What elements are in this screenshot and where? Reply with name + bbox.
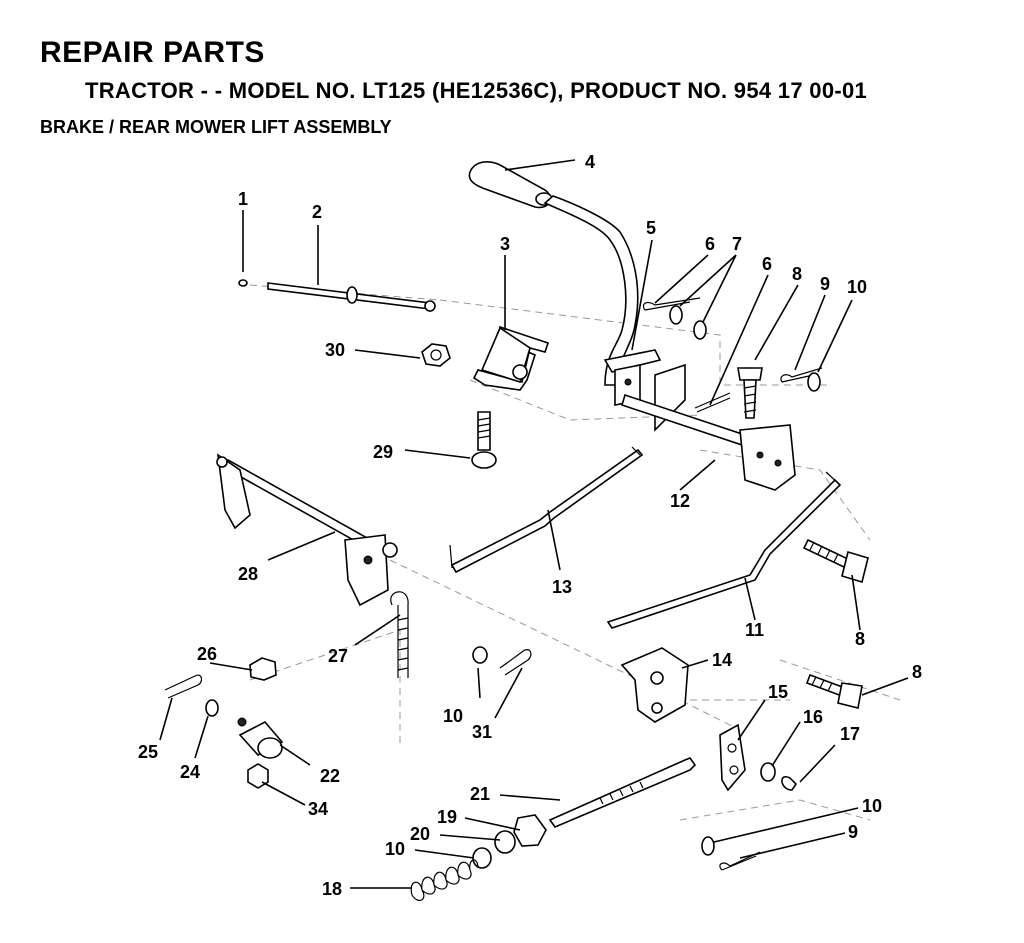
callout-8a: 8 bbox=[792, 264, 802, 284]
callout-2: 2 bbox=[312, 202, 322, 222]
washer-7a bbox=[669, 305, 683, 325]
section-heading: BRAKE / REAR MOWER LIFT ASSEMBLY bbox=[40, 117, 392, 137]
model-subtitle: TRACTOR - - MODEL NO. LT125 (HE12536C), … bbox=[85, 78, 868, 103]
e-clip-17 bbox=[781, 776, 798, 791]
lift-link-rod-13 bbox=[449, 446, 644, 574]
cotter-pin-6b bbox=[694, 392, 731, 413]
washer-16 bbox=[760, 762, 776, 782]
nut-19 bbox=[513, 814, 547, 847]
bolt-8a bbox=[737, 367, 763, 419]
page-title: REPAIR PARTS bbox=[40, 36, 265, 69]
washer-24 bbox=[205, 699, 219, 717]
brake-rod bbox=[267, 282, 436, 312]
lift-link-rod-11 bbox=[606, 471, 842, 629]
callout-6b: 6 bbox=[762, 254, 772, 274]
bolt-8b bbox=[802, 538, 869, 584]
callout-22: 22 bbox=[320, 766, 340, 786]
callout-10a: 10 bbox=[847, 277, 867, 297]
leader-lines bbox=[159, 159, 909, 889]
bolt-8c bbox=[805, 673, 863, 709]
washer-10c bbox=[472, 847, 492, 869]
callout-6a: 6 bbox=[705, 234, 715, 254]
callout-11: 11 bbox=[745, 620, 764, 640]
callout-27: 27 bbox=[328, 646, 348, 666]
washer-10b bbox=[472, 646, 488, 664]
callout-14: 14 bbox=[712, 650, 732, 670]
callout-12: 12 bbox=[670, 491, 690, 511]
callout-21: 21 bbox=[470, 784, 490, 804]
link-plate-15 bbox=[719, 723, 746, 792]
hex-nut-30 bbox=[421, 343, 451, 367]
callout-1: 1 bbox=[238, 189, 248, 209]
callout-4: 4 bbox=[585, 152, 595, 172]
callout-26: 26 bbox=[197, 644, 217, 664]
callout-9a: 9 bbox=[820, 274, 830, 294]
washer-10a bbox=[807, 372, 821, 392]
callout-5: 5 bbox=[646, 218, 656, 238]
callout-34: 34 bbox=[308, 799, 328, 819]
callout-24: 24 bbox=[180, 762, 200, 782]
callout-30: 30 bbox=[325, 340, 345, 360]
nut-26 bbox=[249, 657, 277, 681]
callout-labels: 1 2 3 4 5 6 6 7 8 8 8 9 9 10 10 10 10 11… bbox=[138, 152, 922, 899]
lift-shaft bbox=[621, 393, 796, 491]
callout-10d: 10 bbox=[862, 796, 882, 816]
callout-10b: 10 bbox=[443, 706, 463, 726]
callout-29: 29 bbox=[373, 442, 393, 462]
callout-19: 19 bbox=[437, 807, 457, 827]
cotter-pin-9b bbox=[719, 851, 761, 871]
bracket-14 bbox=[620, 647, 689, 723]
threaded-rod-21 bbox=[548, 757, 697, 828]
callout-13: 13 bbox=[552, 577, 572, 597]
eyebolt-27 bbox=[390, 591, 409, 678]
swivel-22 bbox=[237, 717, 284, 759]
callout-15: 15 bbox=[768, 682, 788, 702]
clevis-pin bbox=[238, 279, 248, 287]
callout-9b: 9 bbox=[848, 822, 858, 842]
callout-18: 18 bbox=[322, 879, 342, 899]
callout-3: 3 bbox=[500, 234, 510, 254]
callout-8b: 8 bbox=[855, 629, 865, 649]
cotter-pin-31 bbox=[499, 649, 532, 676]
callout-7: 7 bbox=[732, 234, 742, 254]
callout-20: 20 bbox=[410, 824, 430, 844]
callout-10c: 10 bbox=[385, 839, 405, 859]
spring-18 bbox=[410, 859, 479, 902]
cotter-pin-25 bbox=[164, 674, 203, 699]
callout-17: 17 bbox=[840, 724, 860, 744]
bolt-29 bbox=[471, 411, 497, 469]
callout-25: 25 bbox=[138, 742, 158, 762]
mount-bracket bbox=[472, 325, 550, 391]
washer-20 bbox=[494, 830, 516, 854]
callout-28: 28 bbox=[238, 564, 258, 584]
callout-16: 16 bbox=[803, 707, 823, 727]
washer-7b bbox=[693, 320, 707, 340]
rockshaft-28 bbox=[216, 453, 398, 607]
callout-8c: 8 bbox=[912, 662, 922, 682]
callout-31: 31 bbox=[472, 722, 492, 742]
washer-10d bbox=[701, 836, 715, 856]
